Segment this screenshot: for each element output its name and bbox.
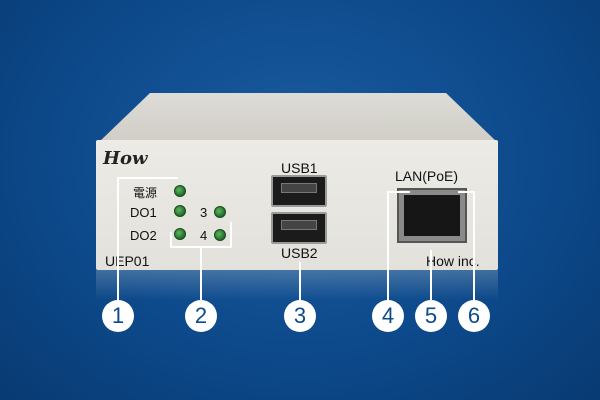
callout-6: 6 (458, 300, 490, 332)
lan-label: LAN(PoE) (395, 168, 459, 184)
callout-2: 2 (185, 300, 217, 332)
do1-label: DO1 (130, 205, 157, 220)
do3-label: 3 (200, 205, 208, 220)
power-label: 電源 (133, 186, 158, 200)
do4-label: 4 (200, 228, 208, 243)
usb1-port (271, 175, 327, 207)
callout-1: 1 (102, 300, 134, 332)
callout-5: 5 (415, 300, 447, 332)
usb2-port (271, 212, 327, 244)
lan-port (397, 188, 467, 243)
power-led (174, 185, 186, 197)
model-label: UEP01 (105, 253, 150, 269)
usb2-label: USB2 (281, 245, 318, 261)
usb1-label: USB1 (281, 160, 318, 176)
maker-label: How inc. (426, 253, 480, 269)
do4-led (214, 229, 226, 241)
do2-led (174, 228, 186, 240)
do2-label: DO2 (130, 228, 157, 243)
do1-led (174, 205, 186, 217)
callout-3: 3 (284, 300, 316, 332)
callout-4: 4 (372, 300, 404, 332)
how-logo: How (103, 148, 148, 169)
do3-led (214, 206, 226, 218)
device-top (98, 93, 498, 143)
